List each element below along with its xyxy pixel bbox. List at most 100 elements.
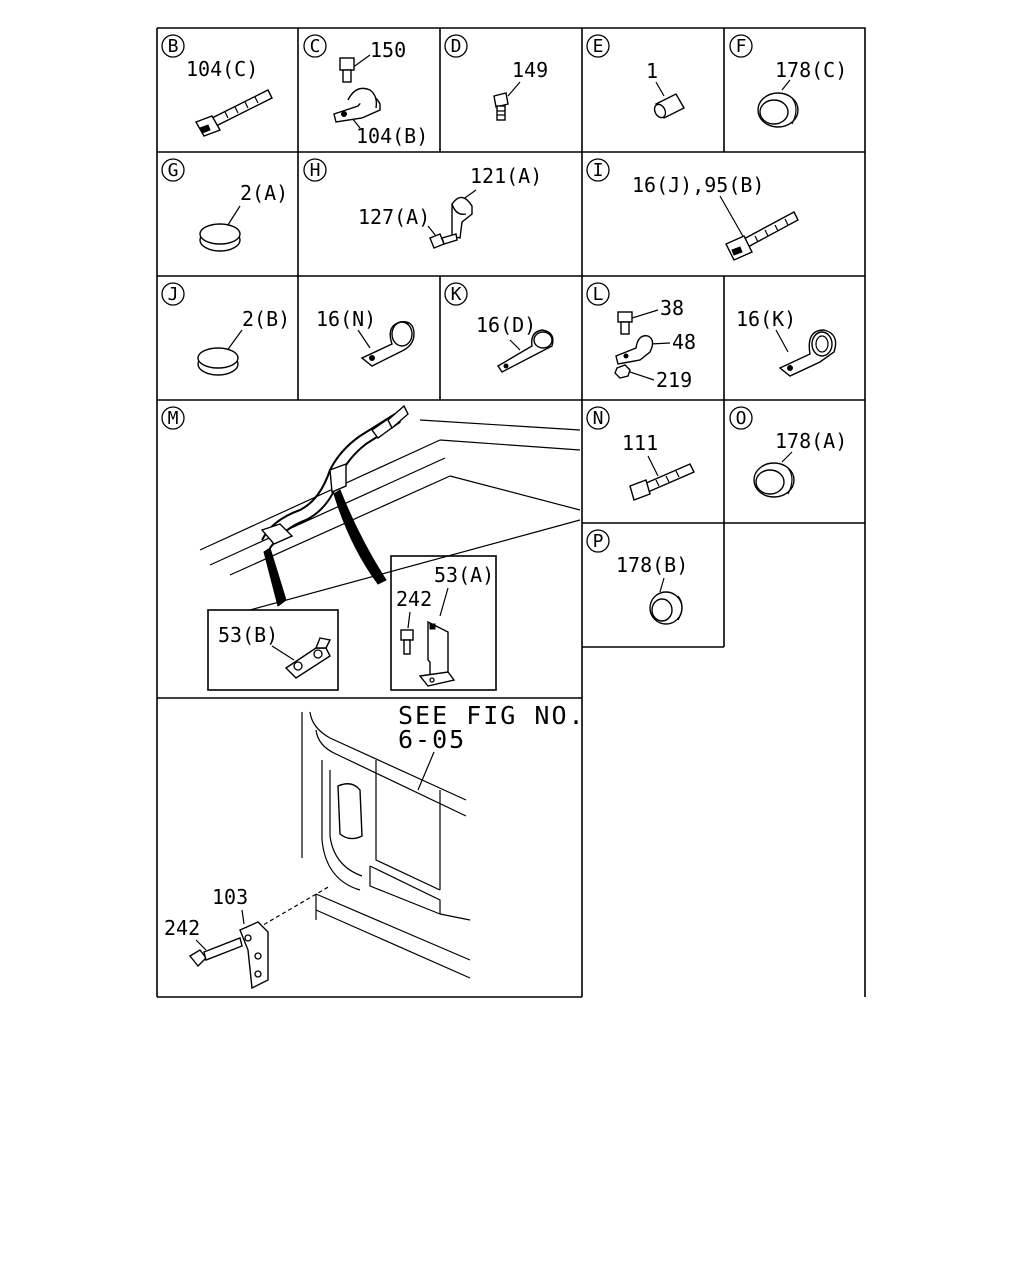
label-178b: 178(B)	[616, 553, 688, 577]
letter-marker-e: E	[586, 34, 610, 58]
bracket-icon	[418, 620, 456, 687]
frame-rail-drawing	[199, 404, 581, 611]
letter-o: O	[736, 408, 747, 429]
inset-53b: 53(B)	[207, 609, 339, 691]
bolt-icon	[617, 311, 633, 335]
p-clip-icon	[360, 321, 415, 367]
bolt-icon	[188, 937, 243, 968]
cable-tie-icon	[194, 89, 273, 137]
label-16k: 16(K)	[736, 307, 796, 331]
label-1: 1	[646, 59, 658, 83]
bolt-icon	[429, 233, 458, 249]
label-178a: 178(A)	[775, 429, 847, 453]
letter-marker-b: B	[161, 34, 185, 58]
plug-cap-icon	[199, 223, 241, 252]
bolt-icon	[339, 57, 355, 83]
letter-i: I	[593, 160, 604, 181]
letter-marker-d: D	[444, 34, 468, 58]
letter-marker-m: M	[161, 406, 185, 430]
grid-frame	[156, 27, 866, 998]
label-48: 48	[672, 330, 696, 354]
letter-n: N	[593, 408, 604, 429]
grommet-icon	[753, 462, 795, 498]
label-53b: 53(B)	[218, 623, 278, 647]
panel-c: C 150 104(B)	[303, 34, 428, 148]
bracket-icon	[239, 921, 269, 990]
clamp-icon	[451, 196, 473, 239]
see-fig-text: SEE FIG NO.	[398, 701, 586, 730]
p-clip-icon	[497, 329, 554, 373]
panel-p: P 178(B)	[586, 529, 688, 625]
label-16j-95b: 16(J),95(B)	[632, 173, 764, 197]
panel-l: L 38 48 219	[586, 282, 696, 392]
letter-b: B	[168, 36, 179, 57]
label-242: 242	[396, 587, 432, 611]
nut-icon	[614, 364, 631, 379]
label-219: 219	[656, 368, 692, 392]
letter-marker-h: H	[303, 158, 327, 182]
letter-marker-g: G	[161, 158, 185, 182]
panel-d: D 149	[444, 34, 548, 121]
grommet-icon	[649, 591, 683, 625]
clip-clamp-icon	[333, 87, 381, 123]
label-150: 150	[370, 38, 406, 62]
label-2b: 2(B)	[242, 307, 290, 331]
letter-p: P	[593, 531, 604, 552]
letter-marker-p: P	[586, 529, 610, 553]
letter-c: C	[310, 36, 321, 57]
panel-n: N 111	[586, 406, 695, 501]
inset-53a: 53(A) 242	[390, 555, 497, 691]
cab-panel-drawing	[301, 711, 471, 979]
panel-16n: 16(N)	[316, 307, 415, 367]
label-53a: 53(A)	[434, 563, 494, 587]
letter-d: D	[451, 36, 462, 57]
p-clip-icon	[778, 329, 837, 377]
panel-16k: 16(K)	[736, 307, 837, 377]
panel-j: J 2(B)	[161, 282, 290, 376]
letter-marker-n: N	[586, 406, 610, 430]
label-16n: 16(N)	[316, 307, 376, 331]
letter-marker-l: L	[586, 282, 610, 306]
panel-e: E 1	[586, 34, 685, 119]
fig-number-text: 6-05	[398, 725, 466, 754]
letter-marker-k: K	[444, 282, 468, 306]
panel-b: B 104(C)	[161, 34, 273, 137]
label-178c: 178(C)	[775, 58, 847, 82]
letter-e: E	[593, 36, 604, 57]
panel-g: G 2(A)	[161, 158, 288, 252]
plug-cap-icon	[197, 347, 239, 376]
label-104c: 104(C)	[186, 57, 258, 81]
letter-f: F	[736, 36, 747, 57]
letter-k: K	[451, 284, 462, 305]
cable-tie-icon	[629, 463, 695, 501]
letter-marker-c: C	[303, 34, 327, 58]
panel-h: H 121(A) 127(A)	[303, 158, 542, 249]
panel-bottom: SEE FIG NO. 6-05 103 242	[164, 701, 586, 990]
label-38: 38	[660, 296, 684, 320]
letter-j: J	[168, 284, 179, 305]
sleeve-icon	[653, 93, 685, 119]
label-121a: 121(A)	[470, 164, 542, 188]
panel-f: F 178(C)	[729, 34, 847, 128]
letter-g: G	[168, 160, 179, 181]
letter-marker-i: I	[586, 158, 610, 182]
cable-tie-icon	[725, 211, 799, 261]
panel-m: M 53(B)	[161, 404, 581, 691]
label-16d: 16(D)	[476, 313, 536, 337]
panel-k: K 16(D)	[444, 282, 554, 373]
clip-icon	[615, 335, 654, 365]
letter-m: M	[168, 408, 179, 429]
label-111: 111	[622, 431, 658, 455]
letter-marker-f: F	[729, 34, 753, 58]
panel-i: I 16(J),95(B)	[586, 158, 799, 261]
label-127a: 127(A)	[358, 205, 430, 229]
letter-marker-o: O	[729, 406, 753, 430]
grommet-icon	[757, 92, 799, 128]
letter-l: L	[593, 284, 604, 305]
bolt-icon	[493, 92, 509, 121]
letter-h: H	[310, 160, 321, 181]
label-104b: 104(B)	[356, 124, 428, 148]
bracket-icon	[284, 637, 332, 679]
bolt-icon	[400, 629, 414, 655]
